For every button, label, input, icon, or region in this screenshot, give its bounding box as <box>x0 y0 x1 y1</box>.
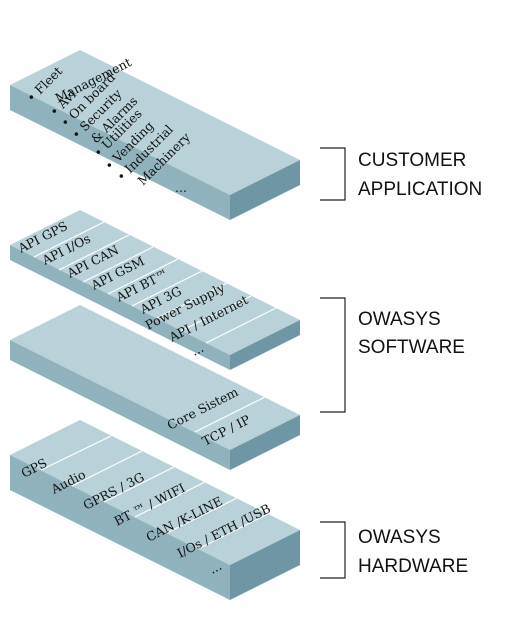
hardware-bracket <box>320 521 346 579</box>
software-label-line1: OWASYS <box>358 309 441 330</box>
customer-label-line1: CUSTOMER <box>358 150 466 171</box>
customer-label-line2: APPLICATION <box>358 179 482 200</box>
hardware-top-face <box>10 420 300 565</box>
hardware-right-face <box>230 530 300 600</box>
core-divider <box>194 396 266 433</box>
api-top-face <box>10 210 300 355</box>
api-front-face <box>10 245 230 370</box>
hardware-block: GPS Audio GPRS / 3G BT ™ / WIFI CAN /K-L… <box>10 420 300 600</box>
customer-bracket <box>320 147 346 201</box>
customer-right-face <box>230 160 300 220</box>
software-core-block: Core Sistem TCP / IP <box>10 305 300 470</box>
hardware-dividers <box>40 435 269 550</box>
customer-item-more: ... <box>175 180 187 195</box>
api-dividers <box>33 221 277 344</box>
hardware-front-face <box>10 455 230 600</box>
software-label-line2: SOFTWARE <box>358 337 465 358</box>
api-right-face <box>230 320 300 370</box>
customer-block: • Fleet Management • Avl • On board • Se… <box>10 50 300 220</box>
software-bracket <box>320 297 346 413</box>
customer-front-face <box>10 85 230 220</box>
core-right-face <box>230 415 300 470</box>
hardware-label-line1: OWASYS <box>358 527 441 548</box>
core-top-face <box>10 305 300 450</box>
software-api-block: API GPS API I/Os API CAN API GSM API BT™… <box>10 210 300 370</box>
customer-top-face <box>10 50 300 195</box>
core-front-face <box>10 340 230 470</box>
hardware-label-line2: HARDWARE <box>358 556 468 577</box>
